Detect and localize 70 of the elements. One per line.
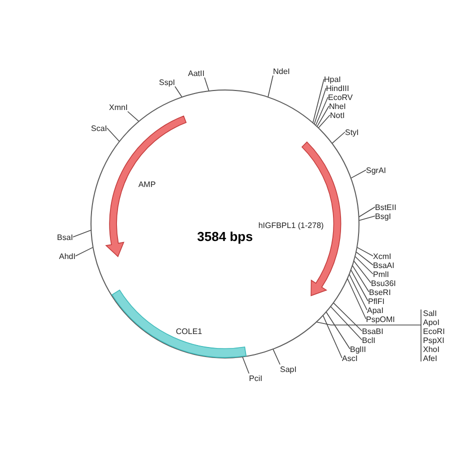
restriction-site-label: AhdI — [59, 252, 76, 260]
restriction-site-label: NdeI — [273, 66, 290, 76]
restriction-site-label: ApoI — [423, 318, 440, 326]
restriction-site-label: HpaI — [324, 74, 341, 84]
restriction-site-label: ScaI — [91, 124, 108, 132]
restriction-site-label: BsaBI — [362, 326, 384, 336]
leader-line — [350, 269, 368, 302]
restriction-site-label: XhoI — [423, 344, 440, 354]
restriction-site-label: BglII — [350, 344, 366, 354]
restriction-site-label: SalI — [423, 308, 437, 318]
restriction-site-label: BsaAI — [373, 260, 394, 270]
restriction-site-label: PciI — [249, 374, 262, 382]
gene-label: AMP — [138, 180, 156, 190]
leader-line — [72, 230, 92, 238]
restriction-site-label: BseRI — [369, 288, 391, 296]
restriction-site-label: BclI — [362, 336, 376, 344]
plasmid-size-label: 3584 bps — [197, 228, 253, 244]
leader-line — [350, 170, 366, 179]
restriction-site-label: EcoRI — [423, 326, 445, 336]
leader-line — [358, 206, 376, 218]
restriction-site-label: PspOMI — [366, 314, 395, 324]
restriction-site-label: AfeI — [423, 354, 438, 362]
leader-line — [316, 106, 330, 127]
leader-line — [318, 114, 330, 128]
restriction-site-label: SapI — [280, 364, 296, 374]
leader-line — [332, 132, 346, 144]
leader-line — [272, 348, 280, 365]
leader-line — [106, 128, 120, 142]
leader-line — [352, 265, 370, 292]
restriction-site-label: SspI — [159, 78, 176, 86]
restriction-site-label: Bsu36I — [371, 278, 396, 288]
restriction-site-label: HindIII — [326, 84, 350, 92]
leader-line — [204, 77, 210, 92]
leader-line — [326, 312, 350, 350]
leader-line — [348, 274, 368, 310]
leader-line — [242, 356, 250, 374]
leader-line — [174, 86, 182, 98]
leader-line — [330, 306, 362, 340]
restriction-site-label: XmnI — [109, 102, 128, 112]
leader-line — [75, 246, 94, 256]
leader-line — [312, 78, 324, 124]
restriction-site-label: AscI — [342, 354, 358, 362]
leader-line — [322, 315, 342, 358]
leader-line — [315, 96, 328, 126]
restriction-site-label: PmlI — [373, 270, 389, 278]
restriction-site-label: PflFI — [368, 296, 384, 306]
restriction-site-label: NheI — [329, 102, 346, 110]
restriction-site-label: BsaI — [57, 232, 74, 242]
restriction-site-label: StyI — [345, 128, 359, 136]
restriction-site-label: SgrAI — [366, 166, 386, 174]
gene-label: hIGFBPL1 (1-278) — [258, 221, 324, 230]
restriction-site-label: BsgI — [375, 212, 392, 220]
leader-line — [353, 260, 372, 284]
leader-line — [333, 302, 362, 332]
restriction-site-label: BstEII — [375, 202, 396, 212]
leader-line — [268, 75, 274, 98]
origin-label: COLE1 — [176, 327, 202, 336]
leader-line — [127, 111, 140, 122]
leader-line — [356, 252, 374, 266]
leader-line — [354, 256, 374, 274]
leader-line — [347, 278, 366, 320]
restriction-site-label: XcmI — [373, 252, 392, 260]
leader-line — [356, 246, 374, 256]
restriction-site-label: NotI — [330, 110, 345, 120]
restriction-site-label: PspXI — [423, 336, 444, 344]
restriction-site-label: AatII — [188, 68, 204, 78]
restriction-site-label: EcoRV — [328, 92, 353, 102]
restriction-site-label: ApaI — [367, 306, 384, 314]
leader-line — [314, 88, 326, 124]
leader-line — [358, 216, 376, 221]
